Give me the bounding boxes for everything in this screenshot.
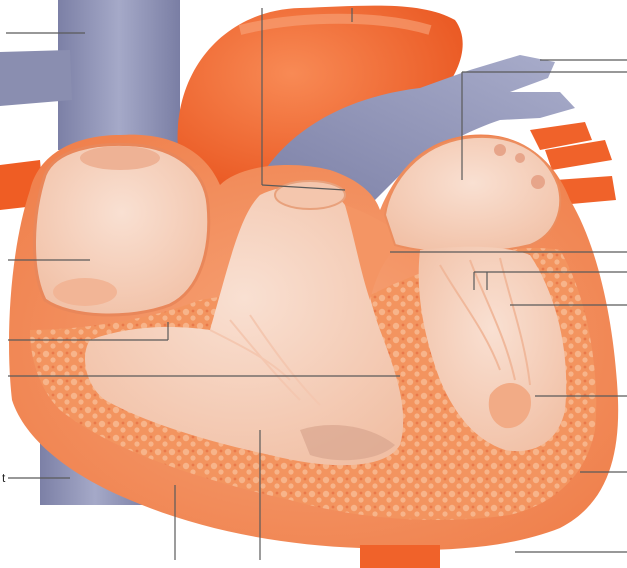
svc-opening-icon: [80, 146, 160, 170]
coronary-sinus-opening-icon: [53, 278, 117, 306]
pulmonary-valve-icon: [275, 181, 345, 209]
pulmonary-vein-opening-3-icon: [531, 175, 545, 189]
superior-vena-cava-icon: [58, 0, 180, 150]
stray-mark: t: [2, 471, 6, 485]
pulmonary-vein-opening-2-icon: [515, 153, 525, 163]
pulmonary-vein-opening-1-icon: [494, 144, 506, 156]
descending-aorta-stub-icon: [360, 545, 440, 568]
brachiocephalic-branch-icon: [0, 50, 72, 106]
